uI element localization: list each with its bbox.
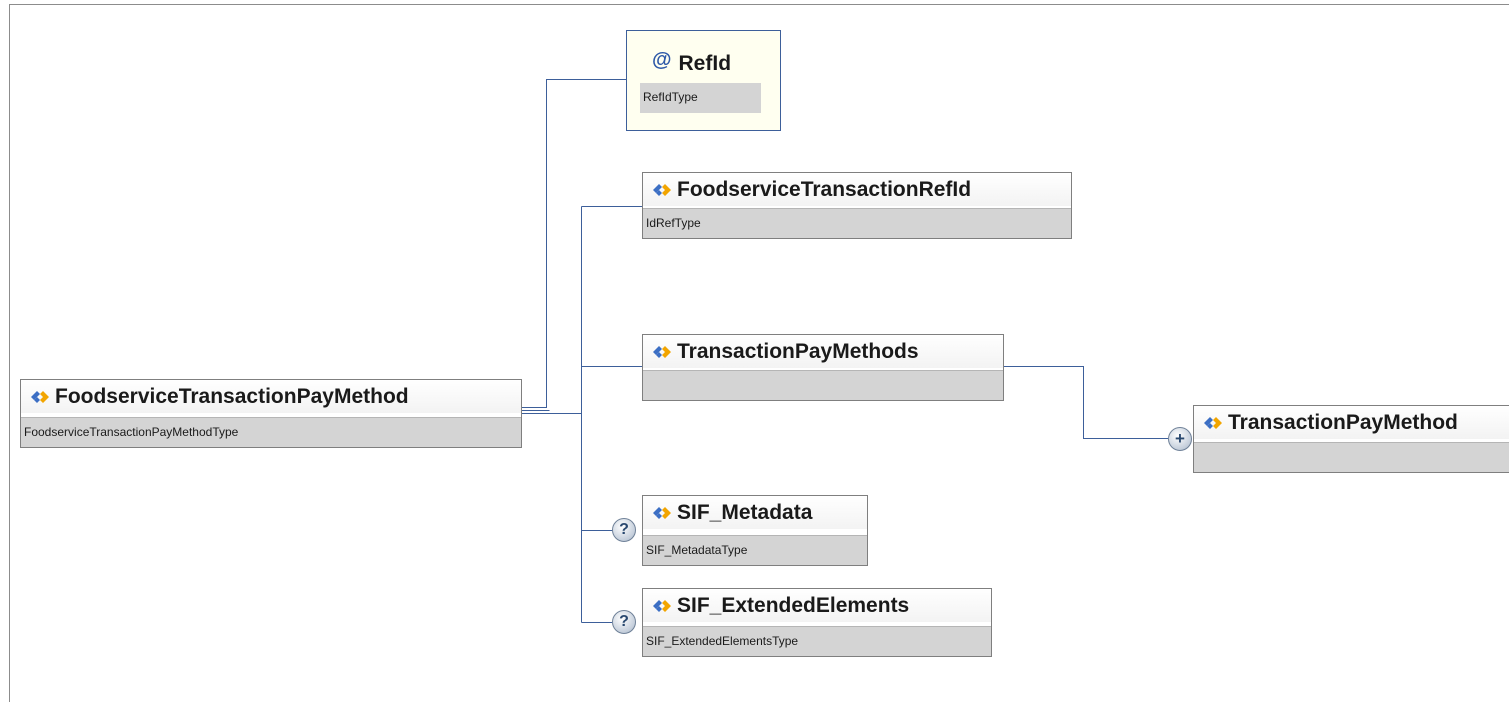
element-icon [653, 599, 671, 612]
element-icon [1204, 416, 1222, 429]
child-element-type: IdRefType [643, 208, 1071, 238]
child-element-name: TransactionPayMethods [677, 339, 919, 363]
child-element-type: SIF_MetadataType [643, 535, 867, 565]
frame-left-border [9, 4, 10, 702]
root-element-name: FoodserviceTransactionPayMethod [55, 384, 409, 408]
child-element-node[interactable]: TransactionPayMethods [642, 334, 1004, 401]
root-element-type: FoodserviceTransactionPayMethodType [21, 417, 521, 447]
child-element-node[interactable]: SIF_ExtendedElements SIF_ExtendedElement… [642, 588, 992, 657]
grandchild-element-name: TransactionPayMethod [1228, 410, 1458, 434]
attribute-at-icon: @ [652, 49, 672, 71]
element-icon [653, 345, 671, 358]
element-icon [653, 183, 671, 196]
connector-root-to-refid [521, 79, 627, 408]
child-element-name: FoodserviceTransactionRefId [677, 177, 972, 201]
root-element-node[interactable]: FoodserviceTransactionPayMethod Foodserv… [20, 379, 522, 448]
frame-top-border [9, 4, 1509, 5]
element-icon [31, 390, 49, 403]
grandchild-element-type [1194, 442, 1509, 472]
attribute-name: RefId [678, 52, 732, 75]
child-element-type [643, 370, 1003, 400]
child-element-node[interactable]: FoodserviceTransactionRefId IdRefType [642, 172, 1072, 239]
attribute-type: RefIdType [640, 83, 761, 113]
child-element-node[interactable]: SIF_Metadata SIF_MetadataType [642, 495, 868, 566]
expand-plus-icon[interactable]: + [1168, 427, 1192, 451]
child-element-name: SIF_Metadata [677, 500, 813, 524]
optional-question-icon: ? [612, 518, 636, 542]
child-element-name: SIF_ExtendedElements [677, 593, 910, 617]
grandchild-element-node[interactable]: TransactionPayMethod [1193, 405, 1509, 473]
connector-to-transactionpaymethod [1003, 366, 1168, 439]
element-icon [653, 506, 671, 519]
child-element-type: SIF_ExtendedElementsType [643, 626, 991, 656]
optional-question-icon: ? [612, 610, 636, 634]
attribute-refid-node[interactable]: @ RefId RefIdType [626, 30, 781, 131]
